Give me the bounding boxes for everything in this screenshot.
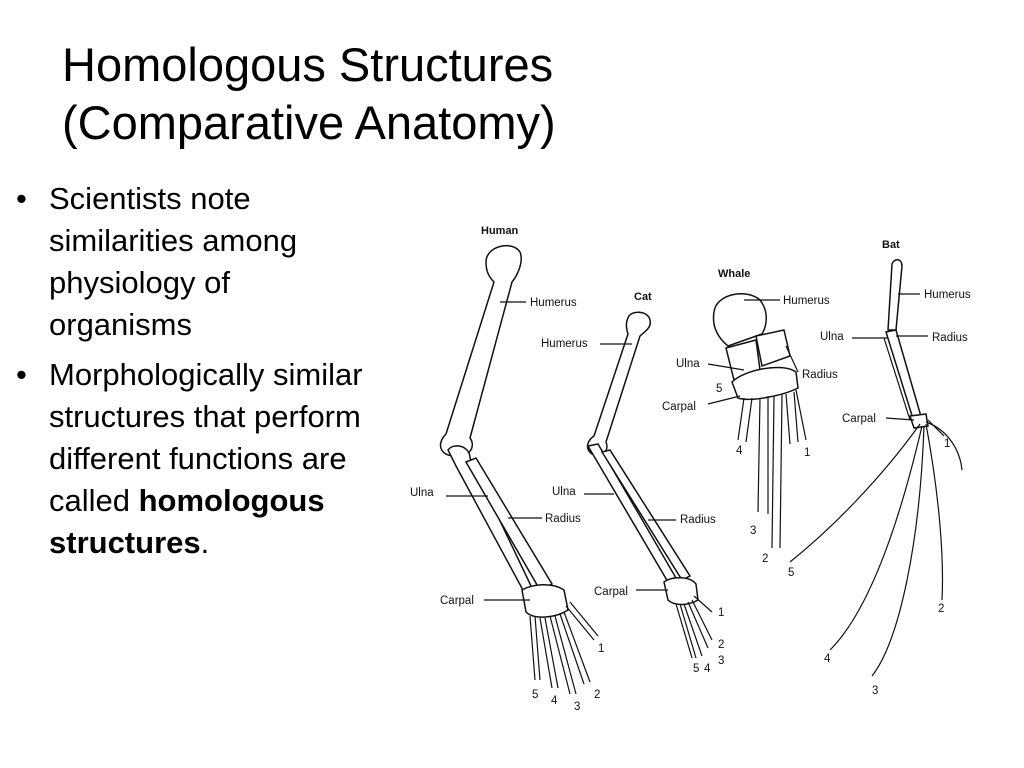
title-line-2: (Comparative Anatomy): [62, 96, 556, 149]
human-digits: [529, 601, 599, 695]
human-digit-2: 2: [594, 689, 600, 701]
human-digit-3: 3: [574, 701, 580, 713]
bullet-dot-icon: •: [16, 357, 27, 392]
cat-digit-5: 5: [693, 663, 699, 675]
cat-digit-1: 1: [718, 607, 724, 619]
cat-digit-3: 3: [718, 655, 724, 667]
whale-carpal-bones: [731, 366, 799, 400]
whale-humerus-bone: [712, 293, 767, 347]
slide-title: Homologous Structures (Comparative Anato…: [62, 36, 556, 152]
whale-limb: Whale Humerus Ulna Radius Carpal 5 1 4 3…: [662, 268, 838, 565]
whale-humerus-label: Humerus: [783, 295, 830, 307]
bat-limb: Bat Humerus Ulna Radius Carpal 1 5 2 4 3: [788, 239, 971, 697]
whale-digits: [737, 389, 807, 549]
cat-carpal-label: Carpal: [594, 586, 628, 598]
bat-carpal-bones: [908, 413, 929, 429]
whale-digit-3: 3: [750, 525, 756, 537]
human-radius-bone: [464, 457, 554, 591]
bat-digit-3: 3: [872, 685, 878, 697]
whale-digit-5: 5: [716, 383, 722, 395]
bat-ulna-label: Ulna: [820, 331, 844, 343]
bat-radius-bone: [885, 329, 923, 423]
bullet-bold-term: homologous structures: [49, 483, 325, 560]
human-heading: Human: [481, 225, 519, 237]
cat-digit-2: 2: [718, 639, 724, 651]
whale-digit-4: 4: [736, 445, 743, 457]
whale-radius-bone: [755, 329, 791, 367]
title-line-1: Homologous Structures: [62, 38, 554, 91]
bat-digit-5: 5: [788, 567, 794, 579]
whale-heading: Whale: [718, 268, 750, 280]
bullet-text-1: Scientists note similarities among physi…: [49, 181, 298, 342]
bat-ulna-bone: [883, 337, 911, 421]
cat-ulna-bone: [586, 443, 678, 583]
cat-heading: Cat: [634, 291, 652, 303]
human-carpal-bones: [521, 584, 569, 618]
cat-digits: [675, 595, 713, 659]
human-digit-5: 5: [532, 689, 538, 701]
whale-digit-1: 1: [804, 447, 810, 459]
bat-carpal-label: Carpal: [842, 413, 876, 425]
cat-limb: Cat Humerus Ulna Radius Carpal 1 2 3 4 5: [541, 291, 724, 675]
human-digit-4: 4: [551, 695, 558, 707]
human-limb: Human Humerus Ulna Radius Carpal 1 2 3 4…: [410, 225, 604, 713]
cat-radius-bone: [600, 449, 692, 581]
human-ulna-bone: [447, 445, 533, 593]
cat-humerus-label: Humerus: [541, 338, 588, 350]
bat-radius-label: Radius: [932, 332, 968, 344]
bullet-list: • Scientists note similarities among phy…: [14, 178, 374, 572]
bullet-item-1: • Scientists note similarities among phy…: [14, 178, 374, 346]
bat-digit-2: 2: [938, 603, 944, 615]
cat-ulna-label: Ulna: [552, 486, 576, 498]
whale-carpal-label: Carpal: [662, 401, 696, 413]
whale-digit-2: 2: [762, 553, 768, 565]
bat-humerus-label: Humerus: [924, 289, 971, 301]
bat-digit-1: 1: [944, 438, 950, 450]
cat-radius-label: Radius: [680, 514, 716, 526]
whale-ulna-label: Ulna: [676, 358, 700, 370]
cat-digit-4: 4: [704, 663, 711, 675]
human-humerus-bone: [439, 244, 522, 457]
bullet-text-2: Morphologically similar structures that …: [49, 357, 363, 518]
human-digit-1: 1: [598, 643, 604, 655]
human-carpal-label: Carpal: [440, 595, 474, 607]
bullet-item-2: • Morphologically similar structures tha…: [14, 354, 374, 564]
bullet-dot-icon: •: [16, 181, 27, 216]
bat-digit-4: 4: [824, 653, 831, 665]
bullet-text-2-end: .: [200, 525, 210, 560]
bat-heading: Bat: [882, 239, 900, 251]
whale-radius-label: Radius: [802, 369, 838, 381]
human-humerus-label: Humerus: [530, 297, 577, 309]
human-ulna-label: Ulna: [410, 487, 434, 499]
cat-humerus-bone: [586, 311, 652, 456]
human-radius-label: Radius: [545, 513, 581, 525]
forelimb-diagram: Human Humerus Ulna Radius Carpal 1 2 3 4…: [410, 225, 971, 713]
bat-digits: [789, 419, 963, 677]
bat-humerus-bone: [887, 259, 903, 331]
